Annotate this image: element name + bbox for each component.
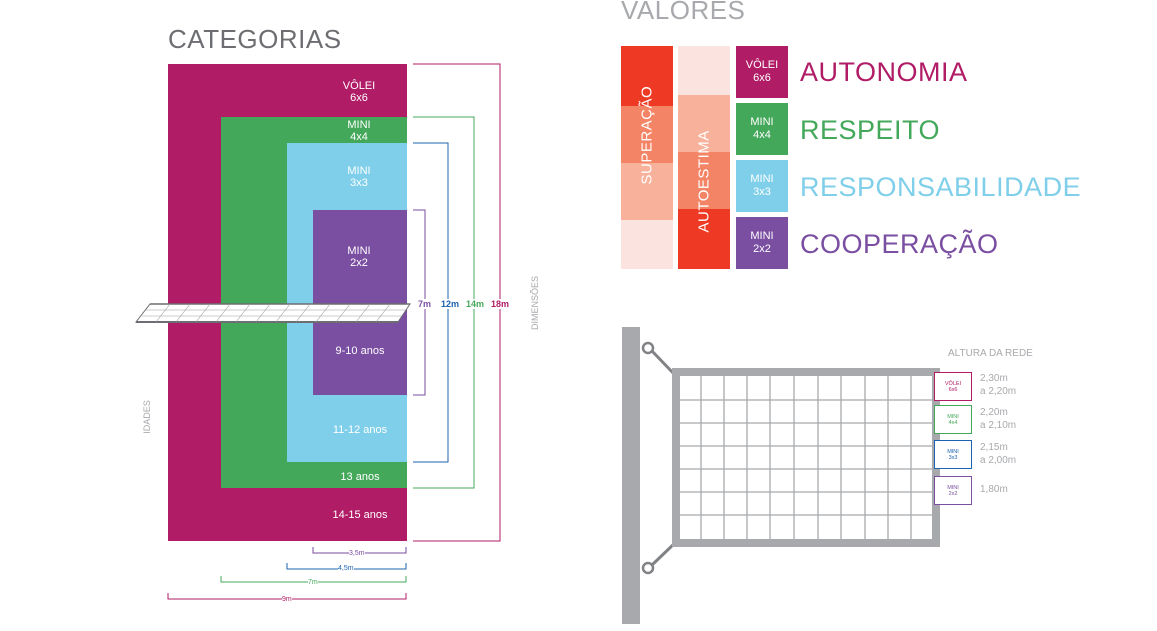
dim-length-12m: 12m: [440, 299, 461, 309]
superacao-column: [621, 46, 673, 269]
dim-length-7m: 7m: [417, 299, 433, 309]
categorias-lines: [134, 63, 501, 600]
valor-cooperacao: COOPERAÇÃO: [800, 229, 999, 259]
dim-width-3-5m: 3,5m: [349, 550, 365, 557]
age-mini-3x3: 11-12 anos: [332, 424, 388, 436]
court-mini-2x2: [313, 210, 407, 395]
valor-respeito: RESPEITO: [800, 115, 941, 145]
dim-width-7m: 7m: [308, 579, 318, 586]
dim-width-4-5m: 4,5m: [338, 565, 354, 572]
dim-width-9m: 9m: [282, 596, 292, 603]
court-net: [134, 303, 411, 323]
autoestima-column: [678, 46, 730, 269]
superacao-label: SUPERAÇÃO: [638, 85, 656, 185]
valores-title: VALORES: [621, 0, 746, 25]
age-mini-2x2: 9-10 anos: [335, 345, 385, 357]
valor-responsabilidade: RESPONSABILIDADE: [800, 172, 1082, 202]
dim-length-18m: 18m: [490, 299, 511, 309]
net-illustration: [622, 327, 940, 624]
valor-autonomia: AUTONOMIA: [800, 57, 968, 87]
rede-title: ALTURA DA REDE: [948, 348, 1033, 359]
categorias-title: CATEGORIAS: [168, 24, 342, 54]
autoestima-label: AUTOESTIMA: [695, 130, 713, 233]
dim-length-14m: 14m: [465, 299, 486, 309]
age-volei: 14-15 anos: [332, 509, 388, 521]
rede-height-2x2: 1,80m: [980, 484, 1008, 495]
age-mini-4x4: 13 anos: [340, 471, 380, 483]
